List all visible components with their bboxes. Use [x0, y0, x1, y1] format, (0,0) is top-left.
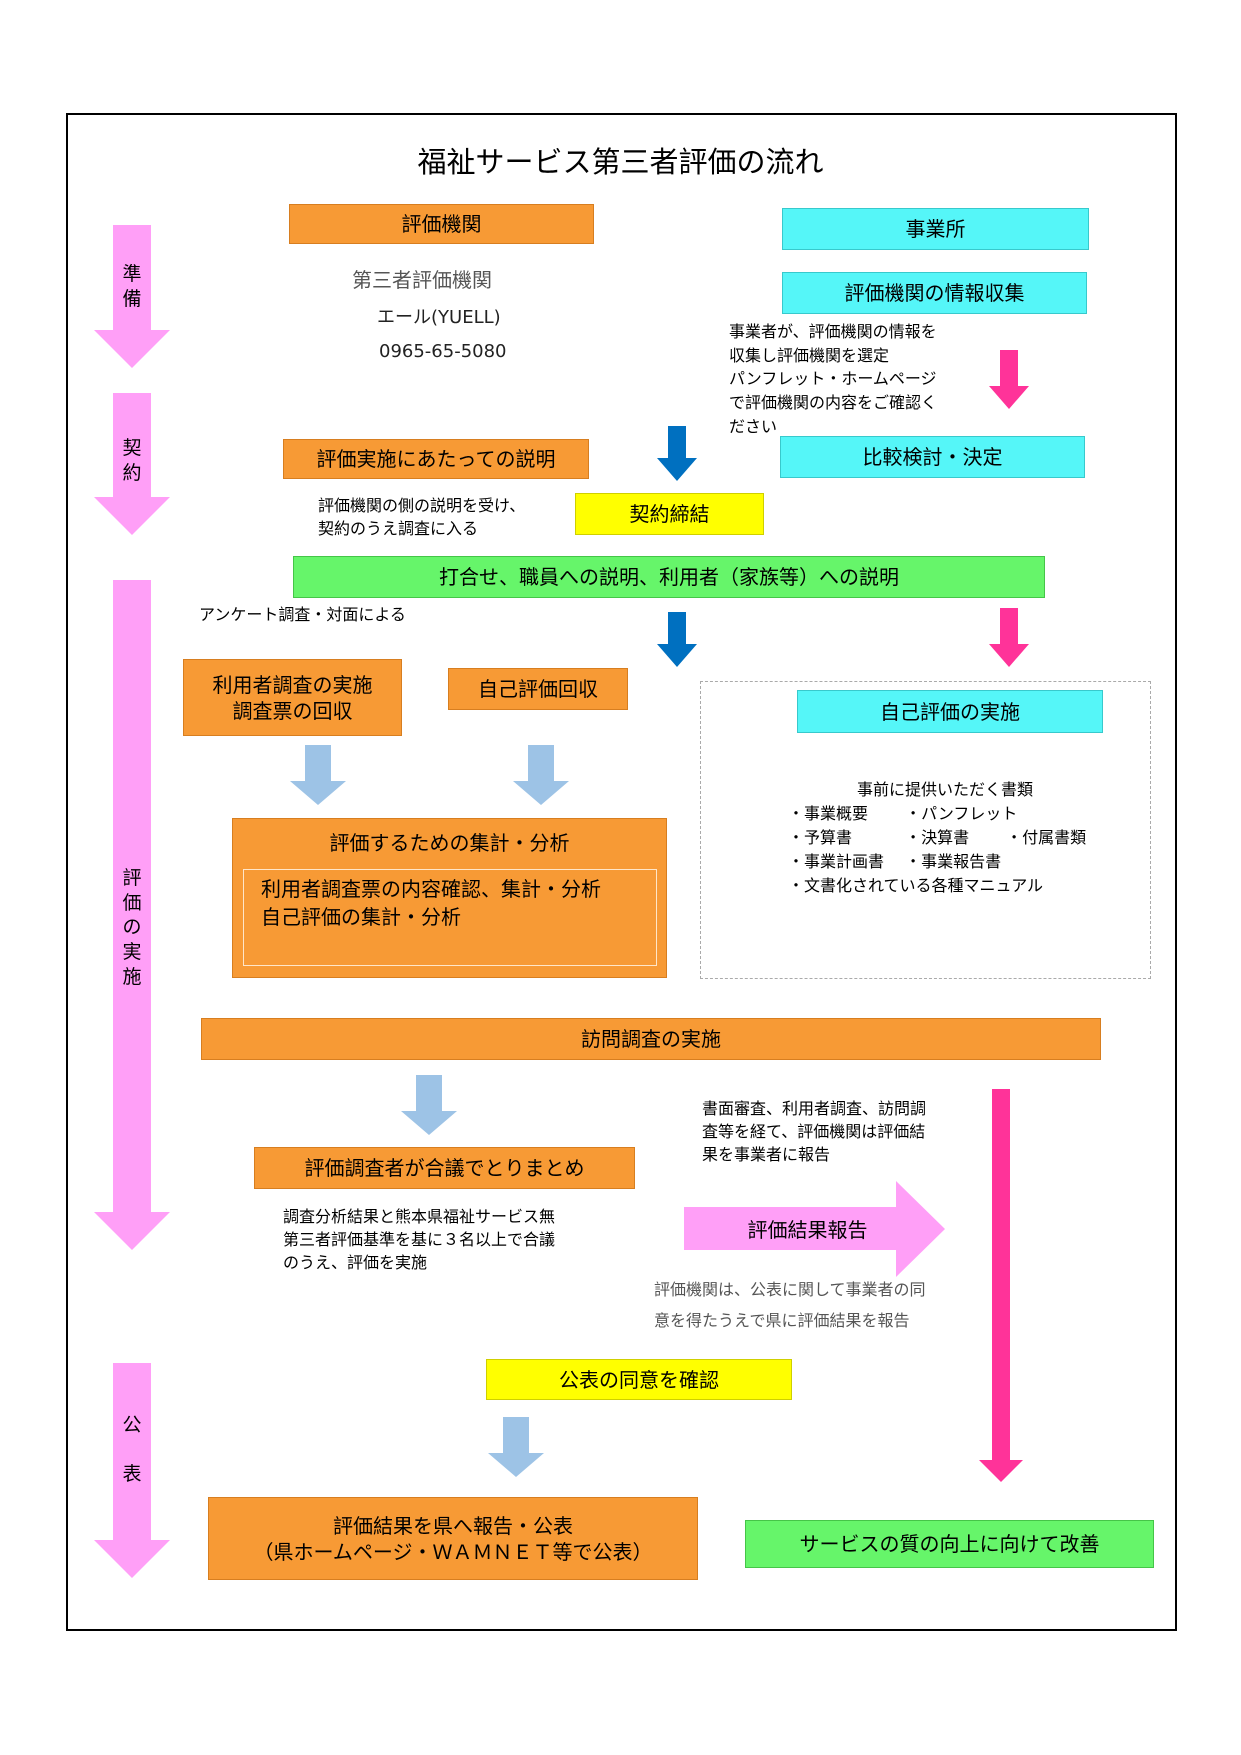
box-eval-org: 評価機関	[289, 204, 594, 244]
stage-arrow-prep	[94, 225, 170, 368]
docs-line-3: ・事業計画書 ・事業報告書	[788, 852, 1002, 871]
lightblue-arrow-visit	[401, 1075, 457, 1135]
org-name: 第三者評価機関	[352, 268, 492, 292]
stage-label-publish: 公 表	[122, 1414, 142, 1486]
blue-arrow-contract	[657, 426, 697, 481]
consent-note-2: 意を得たうえで県に評価結果を報告	[654, 1311, 910, 1330]
org-yuell: エール(YUELL)	[377, 307, 501, 328]
pink-arrow-long	[979, 1089, 1023, 1482]
summary-note: 調査分析結果と熊本県福祉サービス無 第三者評価基準を基に３名以上で合議 のうえ、…	[283, 1207, 556, 1273]
org-phone: 0965-65-5080	[379, 341, 507, 362]
docs-line-1: ・事業概要 ・パンフレット	[788, 804, 1018, 823]
box-publish: 評価結果を県へ報告・公表 （県ホームページ・ＷＡＭＮＥＴ等で公表）	[208, 1497, 698, 1580]
stage-arrow-contract	[94, 393, 170, 535]
stage-arrow-impl	[94, 580, 170, 1250]
box-self-impl: 自己評価の実施	[797, 690, 1103, 733]
lightblue-arrow-consent	[488, 1417, 544, 1477]
analysis-inner-frame	[243, 869, 657, 966]
box-consent: 公表の同意を確認	[486, 1359, 792, 1400]
box-self-collect: 自己評価回収	[448, 668, 628, 710]
box-improve: サービスの質の向上に向けて改善	[745, 1520, 1154, 1568]
stage-label-contract: 契 約	[122, 437, 142, 484]
box-compare: 比較検討・決定	[780, 436, 1085, 478]
consent-note-1: 評価機関は、公表に関して事業者の同	[654, 1280, 926, 1299]
office-note: 事業者が、評価機関の情報を 収集し評価機関を選定 パンフレット・ホームページ で…	[729, 322, 938, 436]
report-label: 評価結果報告	[747, 1218, 868, 1242]
analysis-title: 評価するための集計・分析	[329, 831, 570, 855]
docs-line-2: ・予算書 ・決算書 ・付属書類	[788, 828, 1087, 847]
box-meeting: 打合せ、職員への説明、利用者（家族等）への説明	[293, 556, 1045, 598]
lightblue-arrow-survey	[290, 745, 346, 805]
survey-note: アンケート調査・対面による	[199, 605, 406, 624]
stage-arrow-publish	[94, 1363, 170, 1578]
box-contract: 契約締結	[575, 493, 764, 535]
box-info-collect: 評価機関の情報収集	[782, 272, 1087, 314]
pink-arrow-office	[989, 350, 1029, 409]
report-note: 書面審査、利用者調査、訪問調 査等を経て、評価機関は評価結 果を事業者に報告	[702, 1099, 927, 1165]
stage-label-impl: 評 価 の 実 施	[122, 867, 142, 988]
box-visit: 訪問調査の実施	[201, 1018, 1101, 1060]
box-explain: 評価実施にあたっての説明	[283, 439, 589, 479]
report-arrow	[684, 1181, 945, 1277]
self-eval-group	[700, 681, 1151, 979]
explain-note: 評価機関の側の説明を受け、 契約のうえ調査に入る	[318, 496, 526, 539]
stage-label-prep: 準 備	[122, 263, 142, 310]
box-survey: 利用者調査の実施 調査票の回収	[183, 659, 402, 736]
page-frame	[66, 113, 1177, 1631]
docs-title: 事前に提供いただく書類	[857, 780, 1034, 799]
blue-arrow-meeting	[657, 612, 697, 667]
page-title: 福祉サービス第三者評価の流れ	[417, 145, 824, 179]
lightblue-arrow-selfcollect	[513, 745, 569, 805]
box-office: 事業所	[782, 208, 1089, 250]
box-summary: 評価調査者が合議でとりまとめ	[254, 1147, 635, 1189]
box-analysis: 評価するための集計・分析 利用者調査票の内容確認、集計・分析 自己評価の集計・分…	[232, 818, 667, 978]
analysis-detail: 利用者調査票の内容確認、集計・分析 自己評価の集計・分析	[261, 877, 601, 929]
pink-arrow-self	[989, 608, 1029, 667]
docs-line-4: ・文書化されている各種マニュアル	[788, 876, 1044, 895]
